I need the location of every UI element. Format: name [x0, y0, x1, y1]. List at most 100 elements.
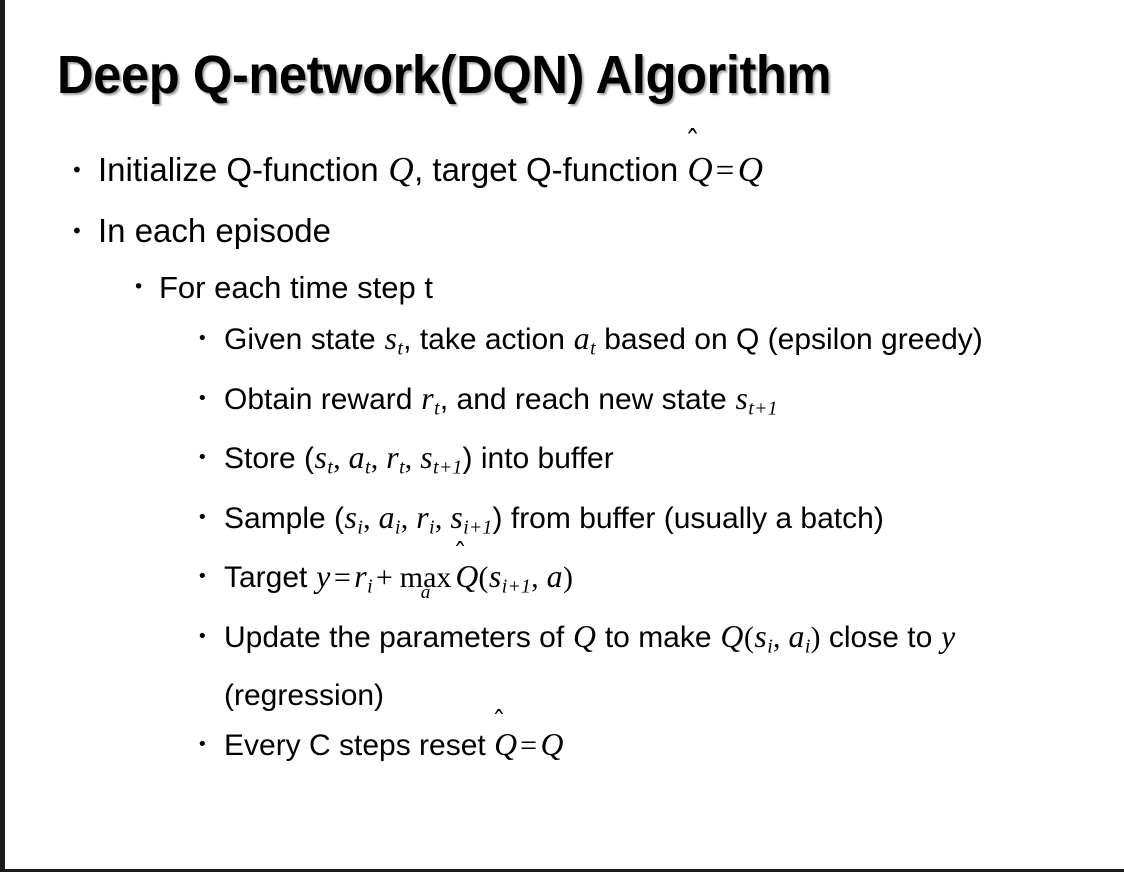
text-fragment: , and reach new state — [439, 382, 736, 416]
list-item: • Store (st, at, rt, st+1) into buffer — [5, 433, 1124, 493]
list-item: • For each time step t — [5, 261, 1124, 314]
list-item-label: Obtain reward rt, and reach new state st… — [224, 374, 1101, 434]
math-var-s: s — [488, 559, 502, 595]
math-subscript: t — [365, 456, 371, 479]
math-subscript: i — [367, 575, 373, 598]
math-var-q: Q — [737, 150, 764, 189]
page-title: Deep Q-network(DQN) Algorithm — [57, 45, 832, 105]
math-var-r: r — [354, 559, 367, 595]
bullet-icon: • — [197, 566, 208, 588]
math-paren-open: ( — [743, 620, 754, 654]
math-base: Q — [494, 727, 518, 763]
math-plus: + — [375, 561, 393, 595]
math-var-a: a — [378, 499, 395, 535]
bullet-icon: • — [71, 219, 83, 243]
math-comma: , — [404, 442, 420, 476]
list-item-label: Given state st, take action at based on … — [224, 314, 1101, 374]
text-fragment: ) into buffer — [462, 442, 614, 476]
math-var-s: s — [735, 380, 748, 416]
math-subscript: t — [434, 397, 440, 420]
list-item: • Initialize Q-function Q, target Q-func… — [5, 140, 1124, 201]
list-item-label: Every C steps reset ̂Q=Q — [224, 720, 1101, 770]
math-subscript: i — [429, 516, 435, 539]
math-base: Q — [455, 559, 479, 595]
list-item-label: Initialize Q-function Q, target Q-functi… — [98, 140, 1124, 201]
math-var-a: a — [546, 559, 563, 595]
math-subscript: i — [804, 635, 811, 658]
math-comma: , — [363, 501, 379, 535]
text-fragment: (regression) — [224, 679, 385, 713]
math-var-s: s — [754, 618, 767, 654]
text-fragment: to make — [596, 620, 720, 654]
list-item: • In each episode — [5, 201, 1124, 261]
math-var-a: a — [573, 321, 590, 356]
text-fragment: Obtain reward — [224, 382, 421, 416]
text-fragment: Every C steps reset — [224, 729, 495, 763]
math-var-s: s — [344, 499, 357, 535]
math-var-y: y — [941, 618, 956, 654]
math-var-r: r — [416, 499, 429, 535]
math-var-y: y — [316, 559, 331, 595]
math-subscript: t — [590, 337, 596, 360]
math-var-q: Q — [388, 150, 414, 189]
math-subscript: t — [397, 337, 404, 360]
math-var-r: r — [421, 380, 434, 416]
math-paren-close: ) — [563, 561, 574, 595]
text-fragment: Update the parameters of — [224, 620, 573, 654]
math-equals: = — [333, 561, 351, 595]
math-subscript: i+1 — [501, 575, 532, 598]
list-item: • Update the parameters of Q to make Q(s… — [5, 612, 1124, 721]
list-item: • Given state st, take action at based o… — [5, 314, 1124, 374]
math-subscript: i — [767, 635, 773, 658]
math-comma: , — [531, 561, 547, 595]
bullet-icon: • — [71, 158, 83, 182]
text-fragment: Initialize Q-function — [98, 151, 388, 188]
algorithm-bullet-list: • Initialize Q-function Q, target Q-func… — [5, 140, 1124, 770]
list-item-label: In each episode — [98, 212, 332, 249]
list-item: • Sample (si, ai, ri, si+1) from buffer … — [5, 493, 1124, 553]
math-var-s: s — [420, 440, 433, 476]
bullet-icon: • — [197, 625, 208, 647]
text-fragment: based on Q (epsilon greedy) — [595, 323, 983, 356]
list-item: • Obtain reward rt, and reach new state … — [5, 374, 1124, 434]
math-comma: , — [333, 442, 349, 476]
math-comma: , — [400, 501, 416, 535]
text-fragment: Sample ( — [224, 501, 345, 535]
list-item-label: Update the parameters of Q to make Q(si,… — [224, 612, 1101, 721]
math-q-of-s-a: Q(si, ai) — [720, 618, 821, 658]
bullet-icon: • — [197, 328, 208, 349]
list-item-label: Target y=ri+maxâQ(si+1, a) — [224, 552, 1101, 612]
math-max-subscript: a — [420, 581, 431, 603]
list-item: • Every C steps reset ̂Q=Q — [5, 720, 1124, 770]
bullet-icon: • — [197, 387, 208, 409]
bullet-icon: • — [197, 734, 208, 756]
math-equals: = — [715, 153, 735, 189]
math-var-qhat: ̂Q — [455, 552, 478, 601]
math-var-qhat: ̂Q — [687, 140, 712, 200]
text-fragment: ) from buffer (usually a batch) — [492, 501, 884, 535]
text-fragment: Store ( — [224, 442, 315, 476]
math-base: Q — [687, 150, 713, 189]
math-subscript: i+1 — [463, 516, 493, 539]
text-fragment: close to — [820, 620, 941, 654]
math-var-s: s — [314, 440, 327, 476]
math-var-s: s — [450, 499, 463, 535]
math-var-s: s — [384, 321, 397, 356]
math-equals: = — [520, 729, 537, 763]
list-item: • Target y=ri+maxâQ(si+1, a) — [5, 552, 1124, 612]
bullet-icon: • — [197, 447, 208, 469]
math-subscript: i — [357, 516, 364, 539]
text-fragment: Given state — [224, 323, 385, 356]
bullet-icon: • — [133, 276, 145, 298]
text-fragment: , target Q-function — [414, 151, 688, 188]
math-paren-close: ) — [810, 620, 821, 654]
math-var-a: a — [788, 618, 805, 654]
list-item-label: Sample (si, ai, ri, si+1) from buffer (u… — [224, 493, 1101, 553]
math-comma: , — [772, 620, 788, 654]
math-var-r: r — [386, 440, 399, 476]
math-subscript: i — [395, 516, 401, 539]
math-var-qhat: ̂Q — [494, 720, 517, 769]
math-max-label: max — [399, 561, 452, 595]
